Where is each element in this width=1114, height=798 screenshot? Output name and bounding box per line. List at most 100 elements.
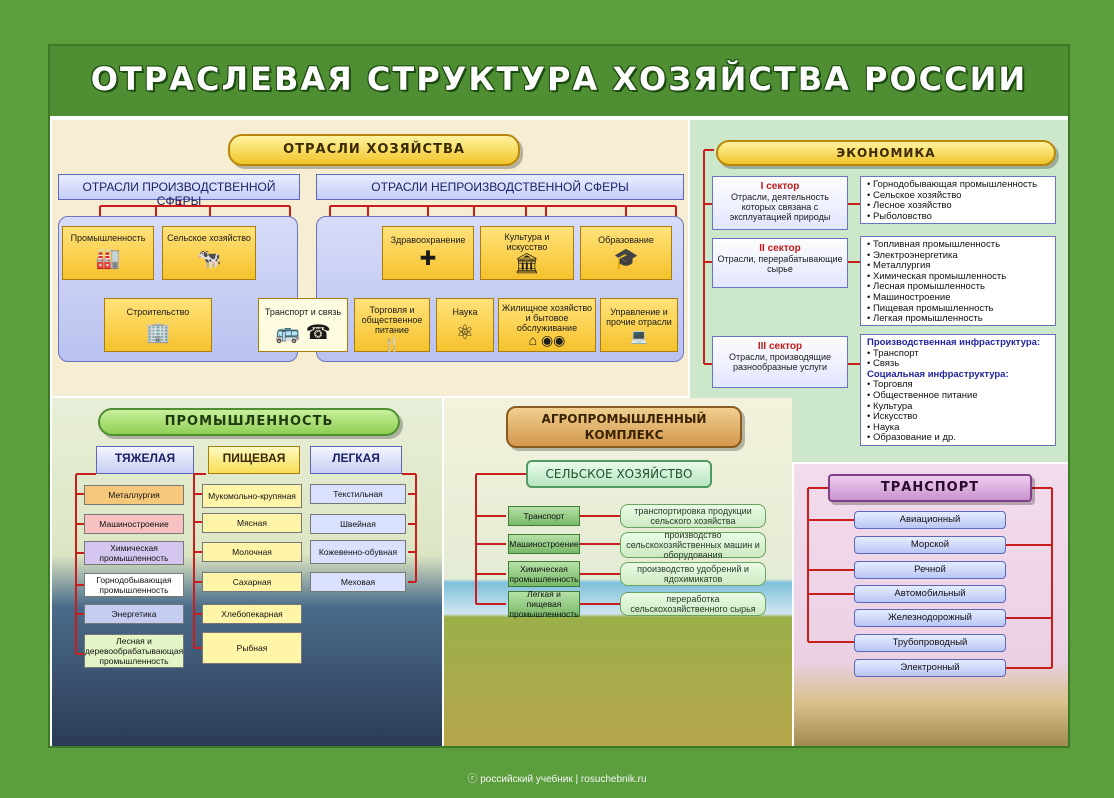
light-item: Швейная <box>310 514 406 534</box>
sector-3-item: Наука <box>867 422 1049 434</box>
footer: ⓡ российский учебник | rosuchebnik.ru <box>0 770 1114 785</box>
branch-health-label: Здравоохранение <box>390 235 466 245</box>
sector-3-item: Общественное питание <box>867 390 1049 402</box>
heavy-item: Горнодобывающая промышленность <box>84 573 184 597</box>
sector-2-item: Электроэнергетика <box>867 250 1049 262</box>
transport-item: Автомобильный <box>854 585 1006 603</box>
atom-icon: ⚛ <box>456 322 474 344</box>
branch-culture: Культура и искусство 🏛 <box>480 226 574 280</box>
branch-management: Управление и прочие отрасли 💻 <box>600 298 678 352</box>
sector-3-item: Искусство <box>867 412 1049 423</box>
footer-separator: | <box>575 774 581 785</box>
branch-transport-label: Транспорт и связь <box>264 307 342 317</box>
food-item: Мукомольно-крупяная <box>202 484 302 508</box>
sector-2: II сектор Отрасли, перерабатывающие сырь… <box>712 238 848 288</box>
house-icon: ⌂ ◉◉ <box>528 332 566 348</box>
sector-1-list: Горнодобывающая промышленность Сельское … <box>860 176 1056 224</box>
food-item: Хлебопекарная <box>202 604 302 624</box>
title-bar: ОТРАСЛЕВАЯ СТРУКТУРА ХОЗЯЙСТВА РОССИИ <box>50 46 1068 116</box>
sector-1-item: Горнодобывающая промышленность <box>867 179 1049 191</box>
factory-icon: 🏭 <box>95 248 121 270</box>
sector-2-list: Топливная промышленность Электроэнергети… <box>860 236 1056 326</box>
sector-3-title: III сектор <box>757 341 803 352</box>
light-item: Меховая <box>310 572 406 592</box>
food-item: Рыбная <box>202 632 302 664</box>
agro-left-item: Транспорт <box>508 506 580 526</box>
branch-transport: Транспорт и связь 🚌 ☎ <box>258 298 348 352</box>
light-item: Текстильная <box>310 484 406 504</box>
sector-1-item: Сельское хозяйство <box>867 190 1049 202</box>
food-item: Сахарная <box>202 572 302 592</box>
food-industry-header: ПИЩЕВАЯ <box>208 446 300 474</box>
sector-3-item: Транспорт <box>867 348 1049 360</box>
sector-3-subheading: Социальная инфраструктура: <box>867 368 1009 380</box>
sector-2-item: Металлургия <box>867 261 1049 272</box>
sector-2-item: Пищевая промышленность <box>867 303 1049 315</box>
agro-left-item: Химическая промышленность <box>508 561 580 587</box>
sector-2-item: Машиностроение <box>867 292 1049 304</box>
branch-housing: Жилищное хозяйство и бытовое обслуживани… <box>498 298 596 352</box>
production-sphere-header: ОТРАСЛИ ПРОИЗВОДСТВЕННОЙ СФЕРЫ <box>58 174 300 208</box>
light-item: Кожевенно-обувная <box>310 540 406 564</box>
agro-right-item: транспортировка продукции сельского хозя… <box>620 504 766 528</box>
sector-3-subheading: Производственная инфраструктура: <box>867 337 1041 348</box>
food-item: Мясная <box>202 513 302 533</box>
nonproduction-sphere-header: ОТРАСЛИ НЕПРОИЗВОДСТВЕННОЙ СФЕРЫ <box>316 174 684 200</box>
light-industry-header: ЛЕГКАЯ <box>310 446 402 474</box>
branch-industry-label: Промышленность <box>70 233 146 243</box>
branch-education: Образование 🎓 <box>580 226 672 280</box>
panel-transport <box>794 464 1068 746</box>
sector-3-item: Связь <box>867 359 1049 370</box>
building-icon: 🏢 <box>145 322 171 344</box>
branch-science: Наука ⚛ <box>436 298 494 352</box>
phone-icon: 🚌 ☎ <box>275 322 331 344</box>
transport-header: ТРАНСПОРТ <box>828 474 1032 502</box>
sector-2-item: Легкая промышленность <box>867 314 1049 325</box>
branch-construction-label: Строительство <box>126 307 190 317</box>
museum-icon: 🏛 <box>514 253 540 275</box>
branches-header: ОТРАСЛИ ХОЗЯЙСТВА <box>228 134 520 166</box>
agro-left-item: Легкая и пищевая промышленность <box>508 589 580 619</box>
sector-1-title: I сектор <box>760 181 800 192</box>
footer-brand: российский учебник <box>480 774 573 785</box>
sector-3: III сектор Отрасли, производящие разнооб… <box>712 336 848 388</box>
computer-icon: 💻 <box>630 328 648 344</box>
agro-right-item: производство удобрений и ядохимикатов <box>620 562 766 586</box>
footer-site-link[interactable]: rosuchebnik.ru <box>580 774 647 785</box>
branch-trade-label: Торговля и общественное питание <box>361 305 423 335</box>
sector-3-item: Образование и др. <box>867 433 1049 444</box>
branch-health: Здравоохранение ✚ <box>382 226 474 280</box>
publisher-logo-icon: ⓡ <box>467 774 478 785</box>
heavy-item: Энергетика <box>84 604 184 624</box>
branch-agriculture-label: Сельское хозяйство <box>167 233 251 243</box>
agro-right-item: производство сельскохозяйственных машин … <box>620 530 766 560</box>
sector-3-item: Культура <box>867 401 1049 413</box>
heavy-item: Машиностроение <box>84 514 184 534</box>
cow-icon: 🐄 <box>196 248 222 270</box>
branch-agriculture: Сельское хозяйство 🐄 <box>162 226 256 280</box>
transport-item: Электронный <box>854 659 1006 677</box>
branch-management-label: Управление и прочие отрасли <box>606 307 672 327</box>
sector-1: I сектор Отрасли, деятельность которых с… <box>712 176 848 230</box>
transport-item: Железнодорожный <box>854 609 1006 627</box>
medical-cross-icon: ✚ <box>419 248 437 270</box>
branch-housing-label: Жилищное хозяйство и бытовое обслуживани… <box>501 303 593 333</box>
branch-trade: Торговля и общественное питание 🍴 <box>354 298 430 352</box>
agro-right-item: переработка сельскохозяйственного сырья <box>620 592 766 616</box>
heavy-item: Химическая промышленность <box>84 541 184 565</box>
cutlery-icon: 🍴 <box>383 336 401 352</box>
sector-2-item: Химическая промышленность <box>867 271 1049 283</box>
sector-3-list: Производственная инфраструктура: Транспо… <box>860 334 1056 446</box>
branch-culture-label: Культура и искусство <box>504 232 550 252</box>
agro-left-item: Машиностроение <box>508 534 580 554</box>
sector-3-item: Торговля <box>867 380 1049 391</box>
sector-2-title: II сектор <box>759 243 801 254</box>
agro-header: АГРОПРОМЫШЛЕННЫЙ КОМПЛЕКС <box>506 406 742 448</box>
sector-2-desc: Отрасли, перерабатывающие сырье <box>717 254 843 274</box>
page-title: ОТРАСЛЕВАЯ СТРУКТУРА ХОЗЯЙСТВА РОССИИ <box>90 60 1028 98</box>
heavy-item: Металлургия <box>84 485 184 505</box>
graduate-icon: 🎓 <box>613 248 639 270</box>
sector-2-item: Топливная промышленность <box>867 239 1049 251</box>
economy-header: ЭКОНОМИКА <box>716 140 1056 166</box>
agro-agriculture: СЕЛЬСКОЕ ХОЗЯЙСТВО <box>526 460 712 488</box>
